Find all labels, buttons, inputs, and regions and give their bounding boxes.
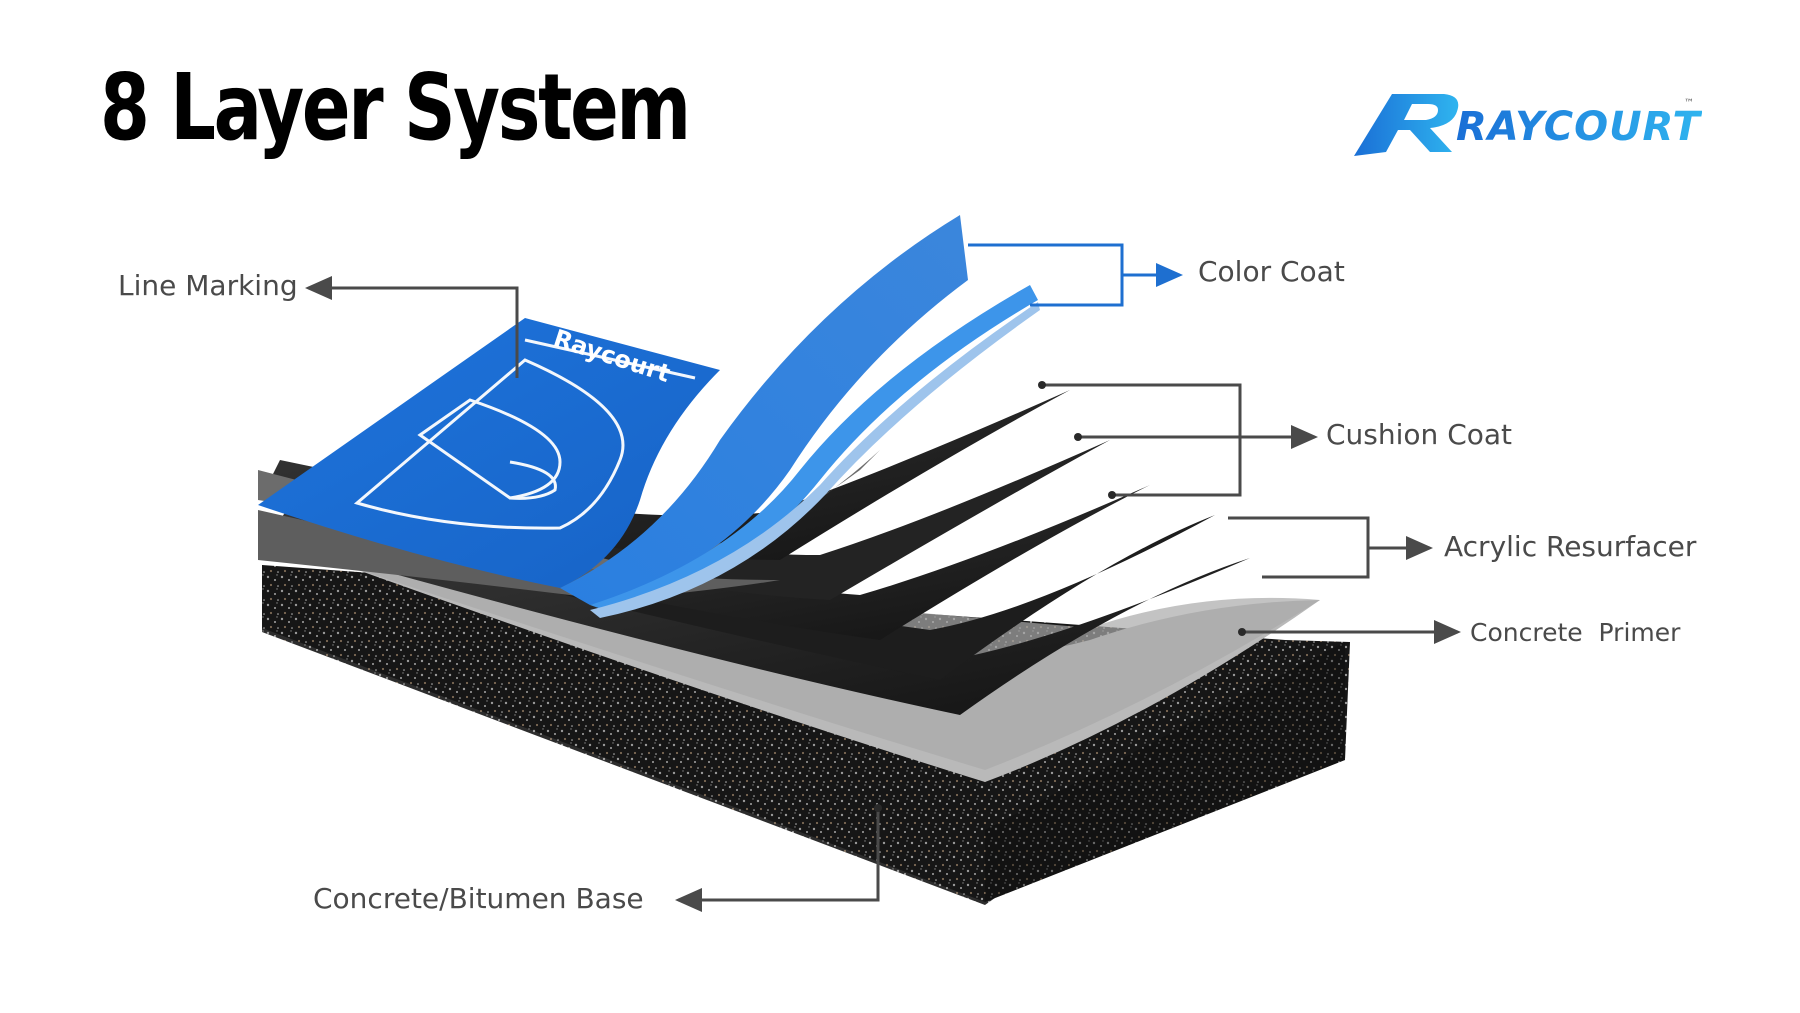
acrylic-resurfacer-layers (290, 505, 1250, 715)
raycourt-logo: RAYCOURT ™ (1354, 94, 1702, 156)
logo-swoosh-icon (1354, 94, 1459, 156)
base-leader (675, 808, 880, 912)
court-line-marking (353, 338, 696, 530)
label-concrete-primer: Concrete Primer (1470, 618, 1681, 647)
logo-wordmark: RAYCOURT (1456, 104, 1702, 150)
label-acrylic-resurfacer: Acrylic Resurfacer (1444, 530, 1697, 563)
color-coat-bracket (968, 243, 1180, 307)
cushion-coat-bracket (1042, 383, 1315, 497)
leader-dots (874, 381, 1246, 812)
color-coat-flap (560, 215, 968, 605)
label-cushion-coat: Cushion Coat (1326, 418, 1513, 451)
page-title: 8 Layer System (100, 54, 691, 161)
leader-lines (305, 243, 1461, 912)
logo-trademark: ™ (1684, 98, 1694, 109)
line-marking-leader (305, 276, 519, 378)
label-line-marking: Line Marking (118, 269, 298, 302)
court-surface (258, 318, 720, 588)
label-base: Concrete/Bitumen Base (313, 882, 644, 915)
acrylic-resurfacer-bracket (1228, 516, 1430, 579)
label-color-coat: Color Coat (1198, 255, 1345, 288)
